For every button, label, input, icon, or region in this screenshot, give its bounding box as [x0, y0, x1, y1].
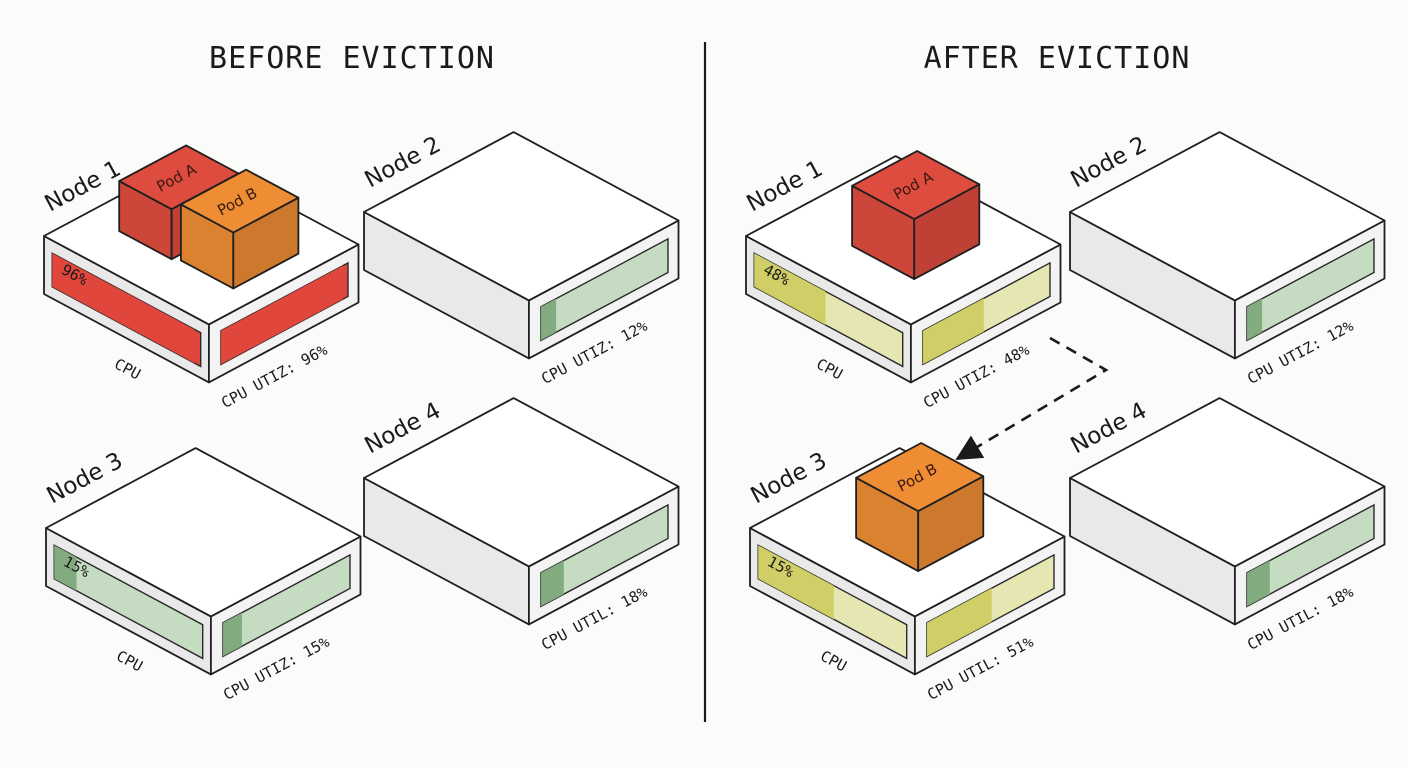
cpu-gauge-fill [220, 265, 343, 365]
cpu-gauge-fill [1246, 298, 1263, 341]
node-top-face [45, 447, 362, 618]
node-2-box: CPU UTIZ: 12%Node 2 [1067, 131, 1386, 388]
node-4-box: CPU UTIL: 18%Node 4 [1067, 397, 1386, 654]
node-top-face [363, 397, 680, 568]
cpu-gauge-fill [222, 612, 242, 657]
pod-top-face [179, 168, 300, 234]
cpu-bar-fill [758, 545, 834, 620]
cpu-bar-fill [754, 253, 826, 325]
cpu-gauge-fill [1246, 560, 1270, 607]
pod-b-block: Pod B [855, 442, 985, 572]
node-4-box: CPU UTIL: 18%Node 4 [361, 397, 680, 654]
cpu-gauge-fill [540, 298, 557, 341]
pod-top-face [851, 150, 981, 221]
cpu-caption: CPU [817, 647, 849, 676]
node-top-face [363, 131, 680, 302]
cpu-gauge-fill [540, 560, 564, 607]
cpu-bar-fill [54, 545, 77, 591]
cpu-bar-fill [52, 253, 195, 364]
node-top-face [1069, 131, 1386, 302]
pod-migration-arrow [955, 336, 1109, 460]
cpu-caption: CPU [111, 355, 143, 384]
node-top-face [1069, 397, 1386, 568]
cpu-gauge-fill [922, 298, 984, 365]
before-eviction-title: BEFORE EVICTION [209, 41, 495, 76]
pod-b-block: Pod B [179, 168, 300, 290]
cpu-caption: CPU [113, 647, 145, 676]
pod-top-face [855, 442, 985, 513]
pod-a-block: Pod A [851, 150, 981, 281]
cpu-caption: CPU [813, 355, 845, 384]
after-eviction-title: AFTER EVICTION [924, 41, 1191, 76]
node-2-box: CPU UTIZ: 12%Node 2 [361, 131, 680, 388]
cpu-gauge-fill [926, 588, 992, 657]
